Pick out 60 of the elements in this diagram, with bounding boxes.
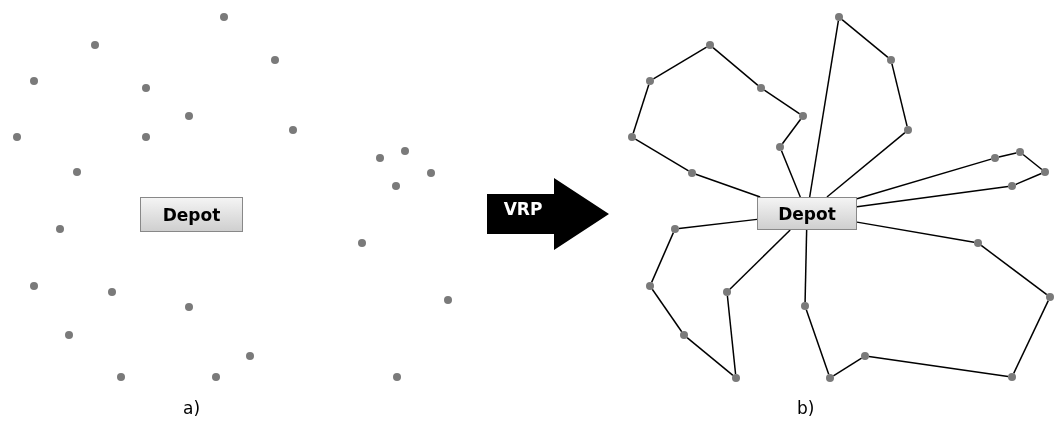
depot-box: Depot	[757, 197, 857, 230]
customer-point	[723, 288, 731, 296]
route-line	[805, 309, 830, 375]
route-line	[980, 244, 1048, 296]
route-line	[634, 138, 690, 172]
route-line	[826, 131, 906, 198]
customer-point	[1041, 168, 1049, 176]
route-line	[891, 63, 908, 127]
customer-point	[974, 239, 982, 247]
route-line	[650, 231, 675, 284]
customer-point	[861, 352, 869, 360]
customer-point	[628, 133, 636, 141]
customer-point	[1046, 293, 1054, 301]
route-line	[652, 46, 708, 80]
customer-point	[706, 41, 714, 49]
route-line	[804, 229, 808, 303]
customer-point	[904, 126, 912, 134]
route-line	[763, 89, 801, 115]
route-line	[651, 288, 683, 333]
route-line	[695, 173, 761, 198]
customer-point	[991, 154, 999, 162]
route-line	[632, 84, 650, 134]
panel-label: a)	[183, 398, 201, 418]
customer-point	[1016, 148, 1024, 156]
customer-point	[732, 374, 740, 382]
customer-point	[1008, 373, 1016, 381]
route-line	[808, 20, 840, 198]
customer-point	[826, 374, 834, 382]
route-line	[832, 357, 863, 377]
route-line	[856, 221, 975, 244]
customer-point	[757, 84, 765, 92]
panel-label: b)	[797, 398, 815, 418]
customer-point	[680, 331, 688, 339]
customer-point	[671, 225, 679, 233]
route-line	[712, 46, 759, 87]
customer-point	[887, 56, 895, 64]
route-line	[1014, 172, 1043, 186]
route-line	[856, 158, 992, 200]
route-line	[726, 295, 737, 375]
route-line	[998, 152, 1017, 158]
customer-point	[688, 169, 696, 177]
customer-point	[646, 77, 654, 85]
depot-box: Depot	[140, 197, 243, 232]
route-line	[781, 118, 802, 145]
customer-point	[776, 143, 784, 151]
customer-point	[646, 282, 654, 290]
route-line	[780, 149, 802, 198]
customer-point	[835, 13, 843, 21]
customer-point	[1008, 182, 1016, 190]
block-arrow: VRP	[487, 178, 609, 250]
route-line	[868, 355, 1009, 378]
route-line	[686, 336, 734, 377]
route-line	[841, 18, 889, 59]
route-line	[678, 218, 758, 230]
route-line	[1022, 153, 1043, 171]
route-line	[729, 229, 791, 290]
route-line	[856, 185, 1009, 208]
route-line	[1012, 299, 1050, 375]
customer-point	[799, 112, 807, 120]
customer-point	[801, 302, 809, 310]
